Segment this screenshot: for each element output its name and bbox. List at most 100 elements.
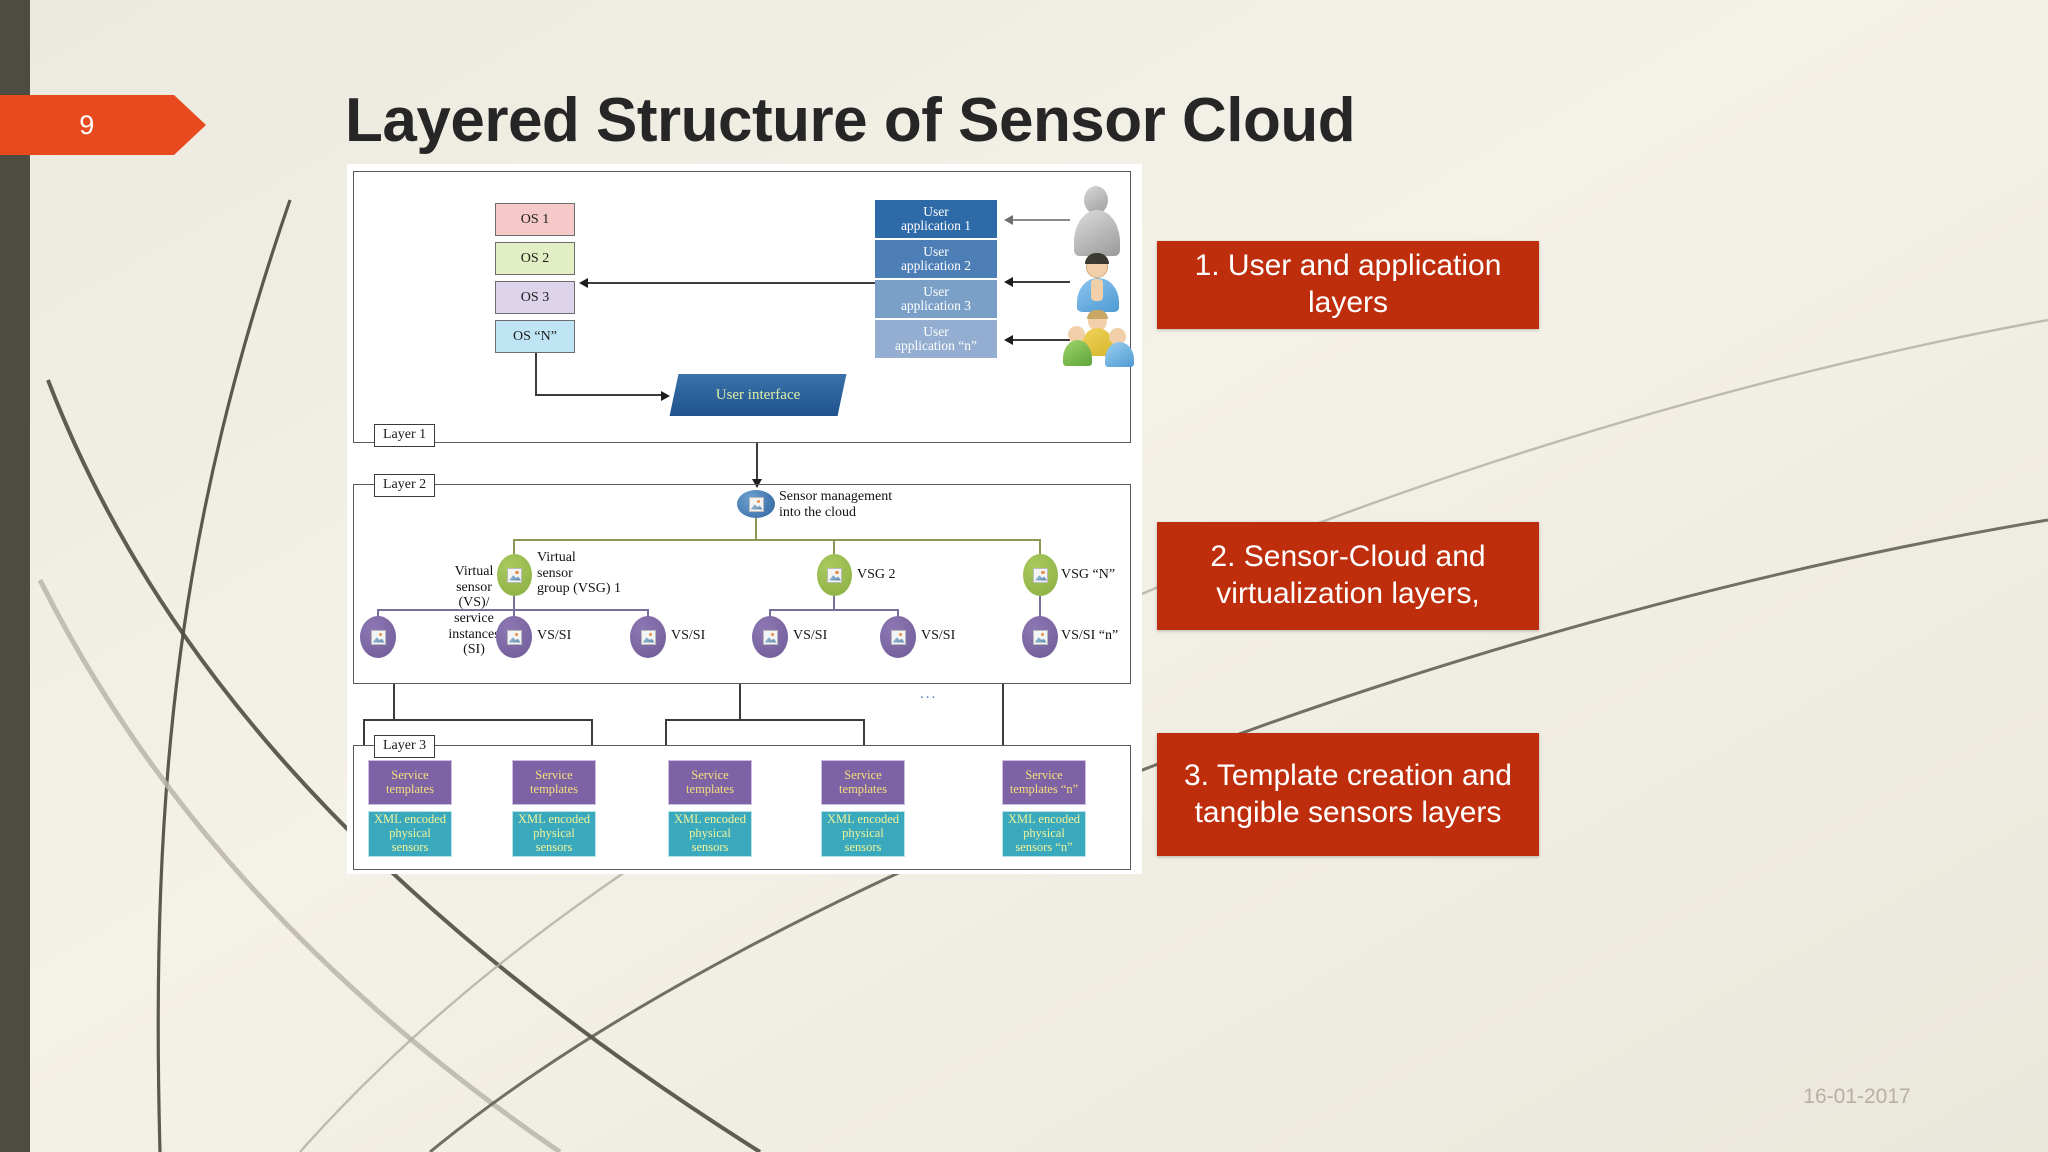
vsg2-child2-drop xyxy=(897,609,899,619)
vs-si-node-n xyxy=(1022,616,1058,658)
l2l3-bus-a-right xyxy=(591,719,593,746)
service-template-3: Service templates xyxy=(668,760,752,805)
user-application-1-line1: User xyxy=(923,203,949,219)
vs-si-2-image-icon xyxy=(640,629,656,645)
vs-si-4-image-icon xyxy=(890,629,906,645)
vsg1-drop xyxy=(513,539,515,556)
vsg2-child1-drop xyxy=(769,609,771,619)
user-application-2-line1: User xyxy=(923,243,949,259)
callout-3: 3. Template creation and tangible sensor… xyxy=(1157,733,1539,856)
callout-1-text: 1. User and application layers xyxy=(1194,249,1502,319)
layer-1-tag: Layer 1 xyxy=(374,424,436,447)
xml-sensor-1: XML encoded physical sensors xyxy=(368,811,452,857)
vs-si-caption: Virtual sensor (VS)/ service instances (… xyxy=(431,564,517,658)
slide-number-banner: 9 xyxy=(0,95,206,155)
vs-si-caption-line2: sensor xyxy=(456,579,492,595)
slide-number-shape xyxy=(0,95,206,155)
vs-si-caption-line6: (SI) xyxy=(463,642,485,658)
service-template-4: Service templates xyxy=(821,760,905,805)
service-template-2: Service templates xyxy=(512,760,596,805)
single-user-color-icon xyxy=(1075,252,1121,312)
os-box-2-label: OS 2 xyxy=(520,250,550,266)
left-accent-bar xyxy=(0,0,30,1152)
user-application-3-line2: application 3 xyxy=(900,298,972,313)
os-box-1-label: OS 1 xyxy=(520,211,550,227)
xml-sensor-2-label: XML encoded physical sensors xyxy=(517,812,591,854)
vs-si-node-2-label: VS/SI xyxy=(671,628,706,643)
apps-to-os-arrow-line xyxy=(587,282,875,284)
sensor-management-label: Sensor management into the cloud xyxy=(779,489,892,520)
vsg2-sub-stem xyxy=(833,596,835,610)
layer-3-frame xyxy=(353,745,1131,870)
layer1-to-layer2-arrowhead xyxy=(752,479,762,488)
vsg1-child2-drop xyxy=(513,609,515,619)
layer1-to-layer2-connector xyxy=(756,443,758,484)
layer2-ellipsis: ... xyxy=(920,686,938,702)
callout-2: 2. Sensor-Cloud and virtualization layer… xyxy=(1157,522,1539,630)
vsg-node-n xyxy=(1023,554,1058,596)
l2l3-drop-a xyxy=(393,684,395,721)
slide-number-text: 9 xyxy=(79,109,95,140)
vs-si-n-image-icon xyxy=(1032,629,1048,645)
user-application-n-line2: application “n” xyxy=(894,338,978,353)
l2l3-drop-c xyxy=(1002,684,1004,746)
sensor-management-line1: Sensor management xyxy=(779,489,893,504)
l2l3-bus-a xyxy=(363,719,593,721)
sensor-management-line2: into the cloud xyxy=(779,504,856,520)
l2l3-drop-b xyxy=(739,684,741,721)
page-title: Layered Structure of Sensor Cloud xyxy=(345,86,1356,155)
callout-1: 1. User and application layers xyxy=(1157,241,1539,329)
user-application-n-line1: User xyxy=(923,323,949,339)
vsg1-child1-drop xyxy=(377,609,379,619)
layer-3-tag: Layer 3 xyxy=(374,735,436,758)
vs-si-node-1-label: VS/SI xyxy=(537,628,572,643)
osn-to-ui-vertical xyxy=(535,353,537,396)
actor3-arrowhead xyxy=(1004,335,1013,345)
xml-sensor-2: XML encoded physical sensors xyxy=(512,811,596,857)
os-box-n: OS “N” xyxy=(495,320,575,353)
vsg-node-1-line2: sensor xyxy=(537,565,573,581)
user-application-3: User application 3 xyxy=(875,280,997,318)
os-box-n-label: OS “N” xyxy=(513,328,557,344)
vs-si-caption-line3: (VS)/ xyxy=(458,595,490,611)
actor2-arrow-line xyxy=(1012,281,1070,283)
os-box-1: OS 1 xyxy=(495,203,575,236)
actor2-arrowhead xyxy=(1004,277,1013,287)
apps-to-os-arrowhead xyxy=(579,278,588,288)
os-box-3-label: OS 3 xyxy=(520,289,550,305)
vsg-node-2 xyxy=(817,554,852,596)
vsg-tree-stem xyxy=(755,518,757,540)
vsgn-drop xyxy=(1039,539,1041,556)
user-application-1-line2: application 1 xyxy=(900,218,972,233)
service-template-3-label: Service templates xyxy=(686,767,734,796)
vsg-node-1-label: Virtual sensor group (VSG) 1 xyxy=(537,550,621,597)
user-application-3-line1: User xyxy=(923,283,949,299)
vsgn-sub-stem xyxy=(1039,596,1041,619)
xml-sensor-n: XML encoded physical sensors “n” xyxy=(1002,811,1086,857)
vsgn-image-icon xyxy=(1033,567,1048,583)
xml-sensor-3: XML encoded physical sensors xyxy=(668,811,752,857)
vs-si-node-n-label: VS/SI “n” xyxy=(1061,628,1119,643)
vsg2-image-icon xyxy=(827,567,842,583)
l2l3-bus-b-right xyxy=(863,719,865,746)
vs-si-node-4 xyxy=(880,616,916,658)
vs-si-3-image-icon xyxy=(762,629,778,645)
sensor-node-image-icon xyxy=(748,496,764,512)
vsg-node-1-line1: Virtual xyxy=(537,550,576,565)
service-template-4-label: Service templates xyxy=(839,767,887,796)
timestamp: 16-01-2017 xyxy=(1803,1085,1911,1108)
callout-3-text: 3. Template creation and tangible sensor… xyxy=(1184,758,1512,829)
vs-si-node-3-label: VS/SI xyxy=(793,628,828,643)
service-template-n: Service templates “n” xyxy=(1002,760,1086,805)
vsg1-image-icon xyxy=(507,567,522,583)
layer-1-frame xyxy=(353,171,1131,443)
vsg1-child3-drop xyxy=(647,609,649,619)
service-template-1: Service templates xyxy=(368,760,452,805)
vs-si-node-0 xyxy=(360,616,396,658)
vsg-node-1-line3: group (VSG) 1 xyxy=(537,581,621,597)
vs-si-node-3 xyxy=(752,616,788,658)
single-user-gray-icon xyxy=(1071,186,1123,256)
vs-si-caption-line4: service xyxy=(454,611,494,627)
user-application-n: User application “n” xyxy=(875,320,997,358)
os-box-2: OS 2 xyxy=(495,242,575,275)
